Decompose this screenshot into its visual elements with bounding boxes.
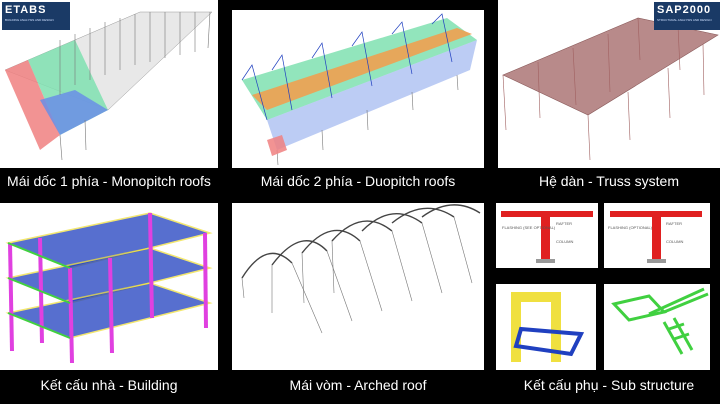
detail-b-label-1: FLASHING (OPTIONAL) — [608, 225, 653, 230]
caption-arched: Mái vòm - Arched roof — [289, 377, 427, 393]
green-stair-image — [611, 287, 709, 355]
panel-substructure-stair — [604, 284, 710, 370]
panel-substructure-detail-a: FLASHING (SEE OPTIONAL) RAFTER COLUMN — [496, 203, 598, 268]
etabs-logo: ETABS BUILDING ANALYSIS AND DESIGN — [2, 2, 70, 30]
duopitch-roof-image — [241, 13, 477, 166]
panel-truss: SAP2000 STRUCTURAL ANALYSIS AND DESIGN — [498, 0, 720, 168]
sap2000-logo-subtitle: STRUCTURAL ANALYSIS AND DESIGN — [657, 18, 712, 22]
monopitch-roof-image — [4, 11, 213, 161]
yellow-frame-image — [511, 292, 585, 362]
detail-a-label-2: RAFTER — [556, 221, 572, 226]
detail-b-label-3: COLUMN — [666, 239, 683, 244]
detail-a-label-1: FLASHING (SEE OPTIONAL) — [502, 225, 556, 230]
caption-duopitch: Mái dốc 2 phía - Duopitch roofs — [260, 173, 456, 189]
caption-building: Kết cấu nhà - Building — [40, 377, 178, 393]
caption-truss: Hệ dàn - Truss system — [538, 173, 680, 189]
panel-arched — [232, 203, 484, 370]
etabs-logo-title: ETABS — [5, 4, 47, 16]
caption-substructure: Kết cấu phụ - Sub structure — [523, 377, 695, 393]
detail-b-label-2: RAFTER — [666, 221, 682, 226]
panel-building — [0, 203, 218, 370]
rafter-column-detail-a: FLASHING (SEE OPTIONAL) RAFTER COLUMN — [501, 211, 593, 263]
panel-substructure-detail-b: FLASHING (OPTIONAL) RAFTER COLUMN — [604, 203, 710, 268]
truss-roof-image — [502, 17, 719, 161]
panel-monopitch: ETABS BUILDING ANALYSIS AND DESIGN — [0, 0, 218, 168]
arched-roof-image — [241, 204, 481, 334]
panel-duopitch — [232, 10, 484, 168]
detail-a-label-3: COLUMN — [556, 239, 573, 244]
etabs-logo-subtitle: BUILDING ANALYSIS AND DESIGN — [5, 18, 54, 22]
sap2000-logo-title: SAP2000 — [657, 4, 712, 16]
rafter-column-detail-b: FLASHING (OPTIONAL) RAFTER COLUMN — [608, 211, 702, 263]
panel-substructure-frame — [496, 284, 596, 370]
caption-monopitch: Mái dốc 1 phía - Monopitch roofs — [7, 173, 211, 189]
building-structure-image — [5, 212, 213, 364]
sap2000-logo: SAP2000 STRUCTURAL ANALYSIS AND DESIGN — [654, 2, 720, 30]
